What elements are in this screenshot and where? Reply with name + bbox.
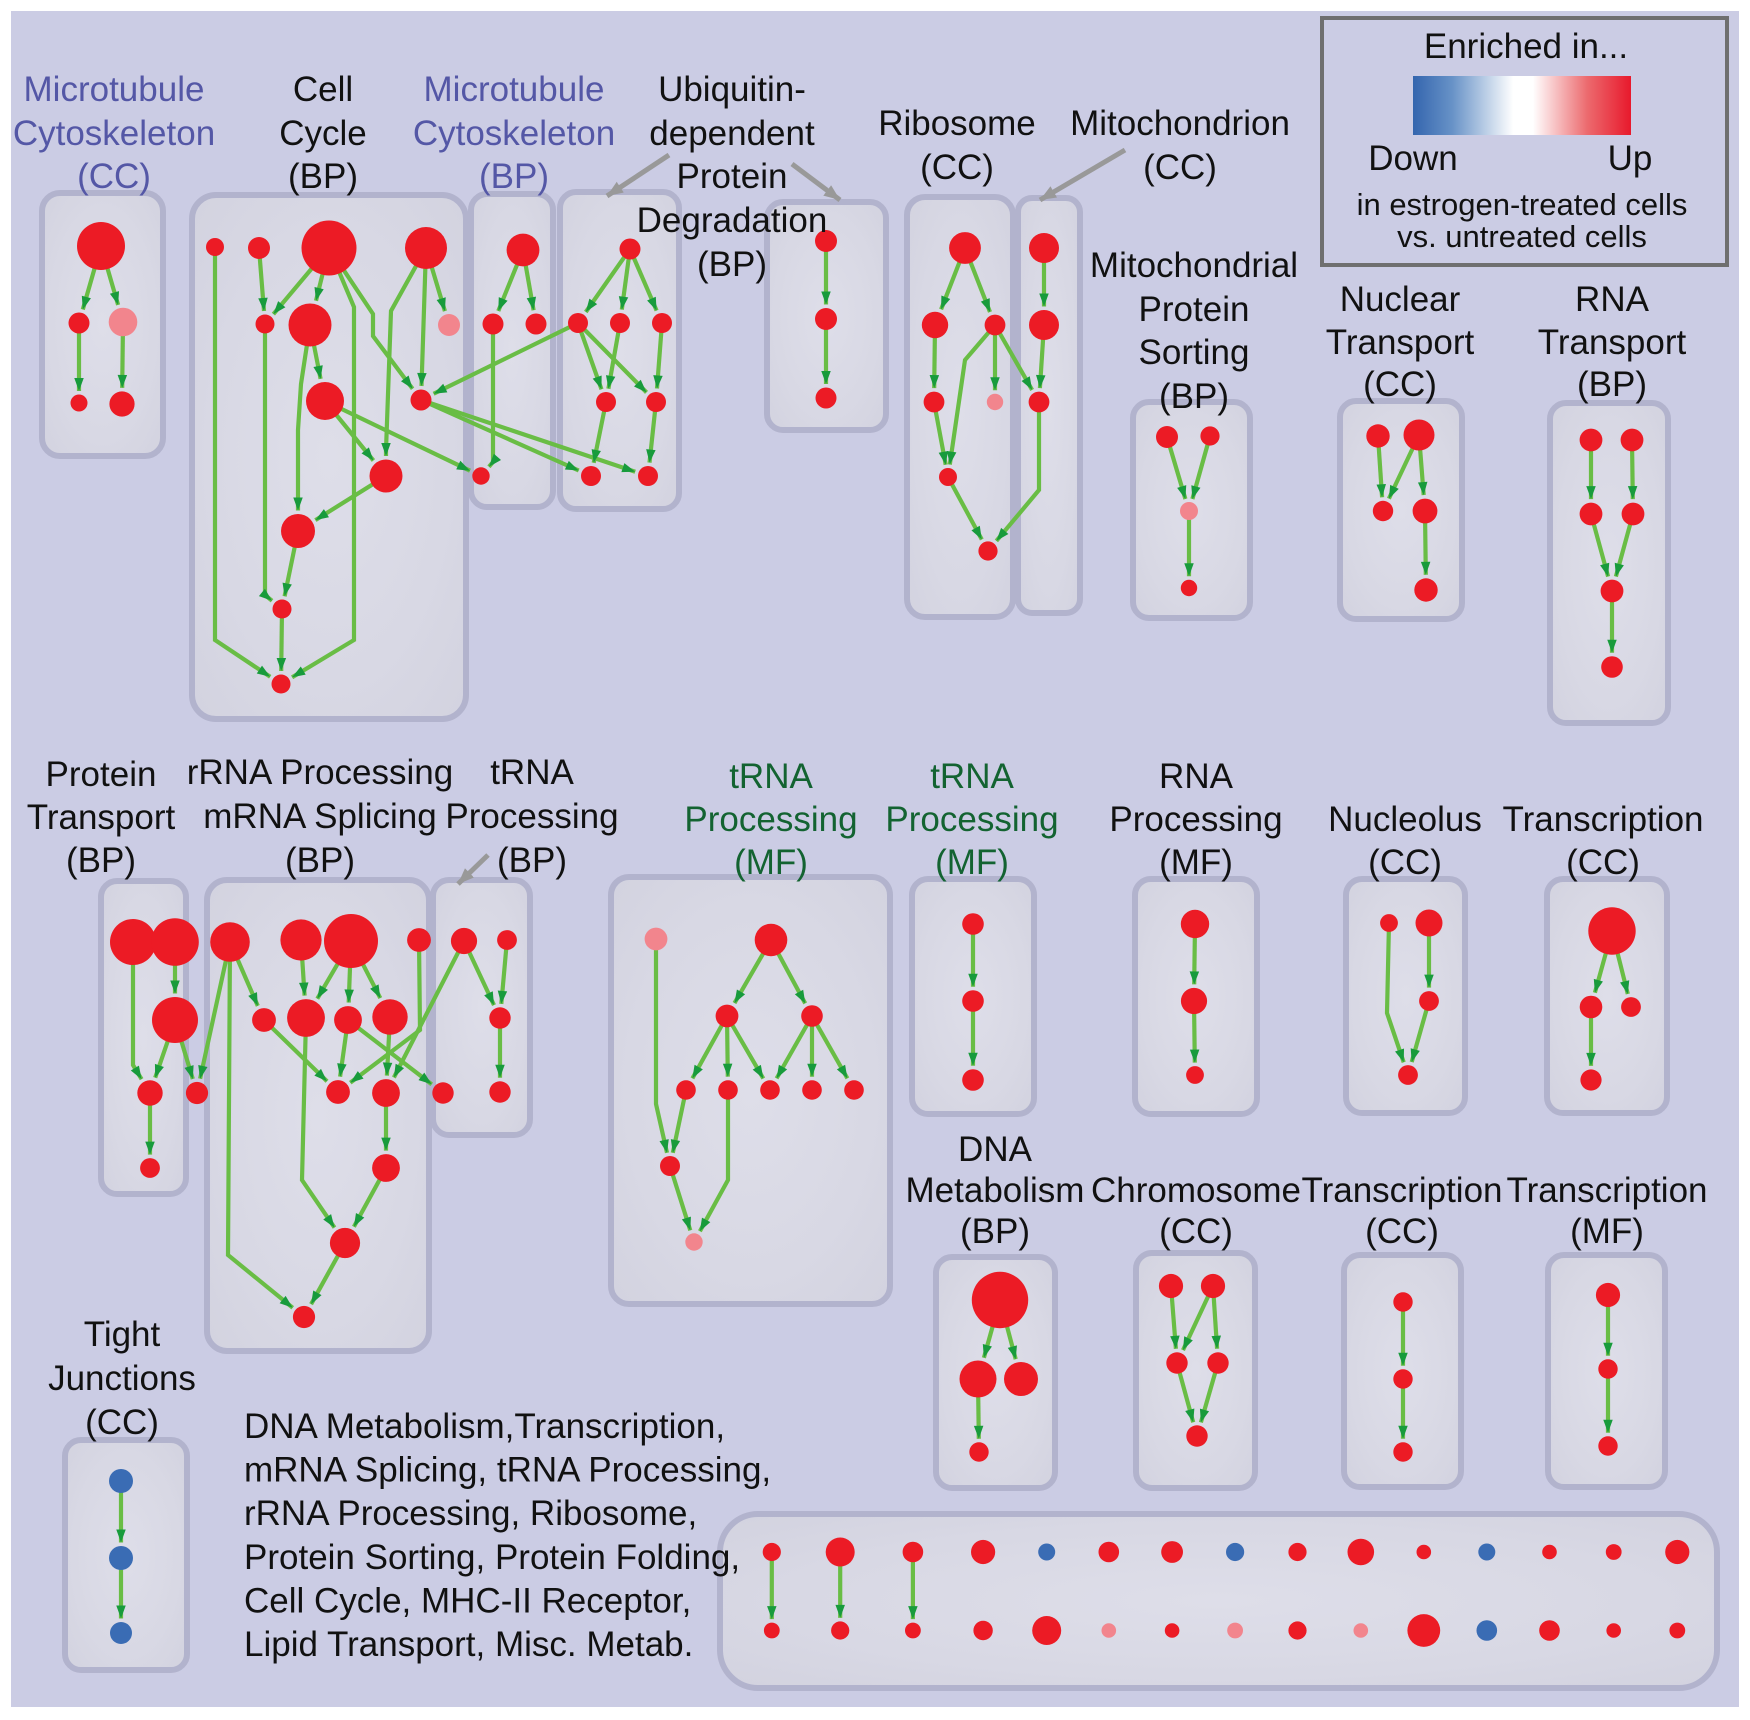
svg-text:(MF): (MF): [734, 843, 808, 882]
svg-text:Transcription: Transcription: [1302, 1171, 1503, 1210]
svg-text:Transport: Transport: [27, 798, 176, 837]
svg-text:tRNA: tRNA: [490, 753, 574, 792]
svg-text:mRNA Splicing, tRNA Processing: mRNA Splicing, tRNA Processing,: [244, 1451, 771, 1490]
svg-text:rRNA Processing: rRNA Processing: [187, 753, 453, 792]
svg-text:Microtubule: Microtubule: [424, 70, 605, 109]
svg-text:(BP): (BP): [479, 157, 549, 196]
svg-text:Degradation: Degradation: [637, 201, 828, 240]
svg-text:(CC): (CC): [1143, 148, 1217, 187]
svg-text:RNA: RNA: [1159, 757, 1234, 796]
svg-text:Transport: Transport: [1326, 323, 1475, 362]
svg-text:(BP): (BP): [66, 841, 136, 880]
svg-text:Cell Cycle, MHC-II Receptor,: Cell Cycle, MHC-II Receptor,: [244, 1581, 691, 1620]
svg-text:Sorting: Sorting: [1139, 333, 1250, 372]
svg-text:Nuclear: Nuclear: [1340, 280, 1461, 319]
svg-text:Protein: Protein: [46, 755, 157, 794]
svg-text:Transport: Transport: [1538, 323, 1687, 362]
svg-text:Nucleolus: Nucleolus: [1328, 800, 1482, 839]
svg-text:(MF): (MF): [1159, 843, 1233, 882]
svg-text:(CC): (CC): [85, 1403, 159, 1442]
svg-text:(CC): (CC): [1365, 1212, 1439, 1251]
svg-text:Tight: Tight: [84, 1315, 161, 1354]
svg-text:Cytoskeleton: Cytoskeleton: [413, 114, 615, 153]
svg-text:mRNA Splicing: mRNA Splicing: [203, 797, 436, 836]
svg-text:Lipid Transport, Misc. Metab.: Lipid Transport, Misc. Metab.: [244, 1625, 693, 1664]
svg-text:(CC): (CC): [77, 157, 151, 196]
svg-text:tRNA: tRNA: [729, 757, 813, 796]
svg-text:(MF): (MF): [1570, 1212, 1644, 1251]
svg-text:(CC): (CC): [920, 148, 994, 187]
svg-text:in estrogen-treated cells: in estrogen-treated cells: [1357, 187, 1688, 222]
svg-text:Cycle: Cycle: [279, 114, 367, 153]
svg-text:Processing: Processing: [885, 800, 1058, 839]
svg-text:Processing: Processing: [445, 797, 618, 836]
svg-text:Protein Sorting, Protein Foldi: Protein Sorting, Protein Folding,: [244, 1538, 740, 1577]
svg-text:Cell: Cell: [293, 70, 353, 109]
svg-text:Processing: Processing: [1109, 800, 1282, 839]
svg-text:Enriched in...: Enriched in...: [1424, 27, 1628, 66]
svg-text:Ribosome: Ribosome: [878, 104, 1036, 143]
svg-text:Down: Down: [1368, 139, 1457, 178]
svg-text:Microtubule: Microtubule: [24, 70, 205, 109]
svg-text:rRNA Processing, Ribosome,: rRNA Processing, Ribosome,: [244, 1494, 697, 1533]
svg-text:Transcription: Transcription: [1507, 1171, 1708, 1210]
svg-text:(BP): (BP): [697, 245, 767, 284]
svg-text:(CC): (CC): [1363, 365, 1437, 404]
svg-text:(CC): (CC): [1566, 843, 1640, 882]
svg-text:Transcription: Transcription: [1503, 800, 1704, 839]
svg-text:(MF): (MF): [935, 843, 1009, 882]
svg-text:Protein: Protein: [677, 157, 788, 196]
svg-text:vs. untreated cells: vs. untreated cells: [1397, 219, 1647, 254]
svg-text:Metabolism: Metabolism: [906, 1171, 1085, 1210]
svg-text:tRNA: tRNA: [930, 757, 1014, 796]
svg-text:Junctions: Junctions: [48, 1359, 196, 1398]
svg-text:(CC): (CC): [1159, 1212, 1233, 1251]
svg-text:Processing: Processing: [684, 800, 857, 839]
svg-text:(BP): (BP): [1159, 377, 1229, 416]
svg-text:dependent: dependent: [649, 114, 815, 153]
svg-text:(BP): (BP): [288, 157, 358, 196]
svg-text:(BP): (BP): [1577, 365, 1647, 404]
svg-text:(CC): (CC): [1368, 843, 1442, 882]
svg-text:Ubiquitin-: Ubiquitin-: [658, 70, 806, 109]
svg-text:(BP): (BP): [285, 841, 355, 880]
svg-text:Protein: Protein: [1139, 290, 1250, 329]
svg-text:Mitochondrial: Mitochondrial: [1090, 246, 1298, 285]
svg-text:Chromosome: Chromosome: [1091, 1171, 1301, 1210]
svg-text:(BP): (BP): [960, 1212, 1030, 1251]
svg-text:DNA: DNA: [958, 1130, 1033, 1169]
svg-text:RNA: RNA: [1575, 280, 1650, 319]
svg-text:Mitochondrion: Mitochondrion: [1070, 104, 1290, 143]
svg-text:Up: Up: [1608, 139, 1653, 178]
svg-text:Cytoskeleton: Cytoskeleton: [13, 114, 215, 153]
svg-text:(BP): (BP): [497, 841, 567, 880]
svg-text:DNA Metabolism,Transcription,: DNA Metabolism,Transcription,: [244, 1407, 725, 1446]
